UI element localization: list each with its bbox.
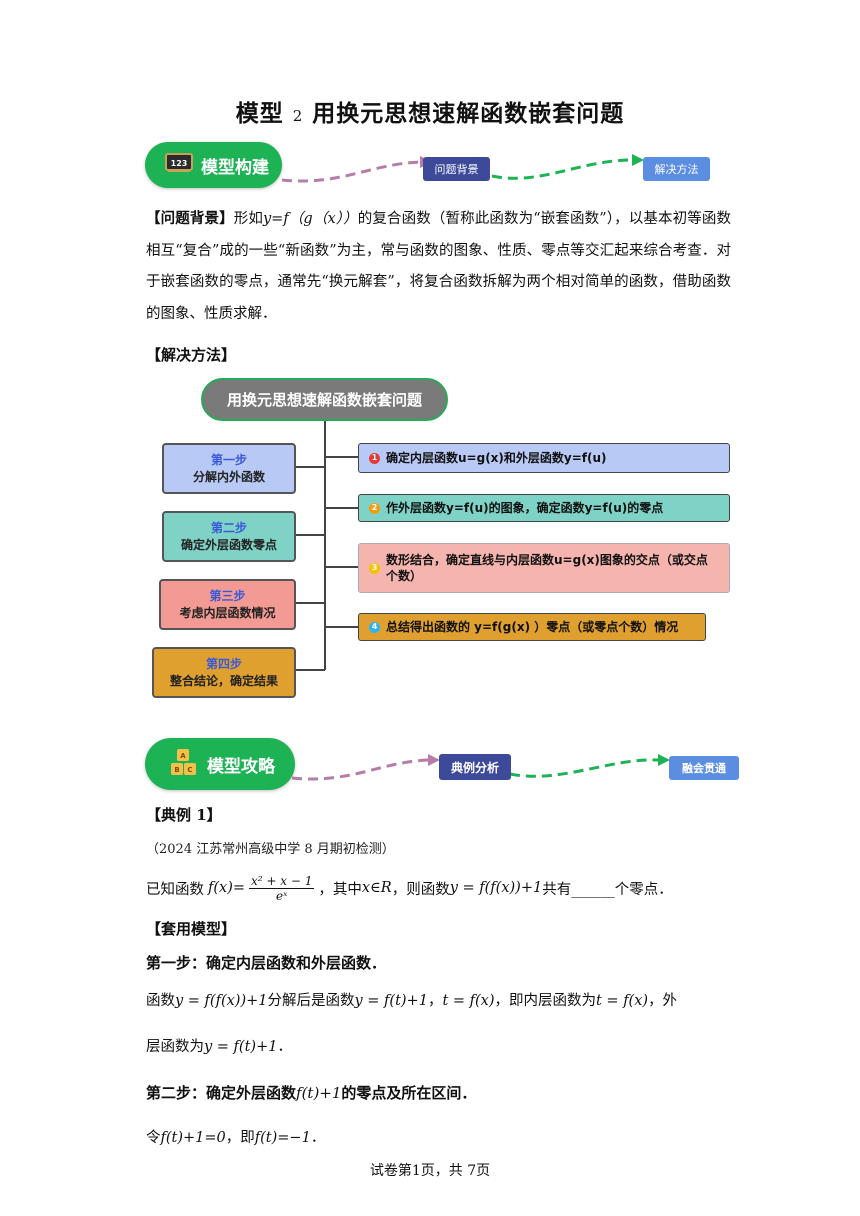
tag-example-analysis: 典例分析 (439, 754, 511, 780)
step-node-2: 第二步 确定外层函数零点 (162, 511, 296, 562)
tag-problem-background: 问题背景 (423, 157, 490, 181)
mindmap-root: 用换元思想速解函数嵌套问题 (201, 378, 448, 421)
svg-text:B: B (174, 766, 179, 774)
tag-mastery: 融会贯通 (669, 756, 739, 780)
banner-model-build: 123 模型构建 (145, 142, 282, 188)
number-1-icon: 1 (369, 452, 380, 464)
page-footer: 试卷第1页，共 7页 (369, 1163, 491, 1179)
svg-text:C: C (187, 766, 192, 774)
example-source: （2024 江苏常州高级中学 8 月期初检测） (146, 842, 395, 857)
step2-line1: 令f(t)+1=0，即f(t)=−1． (146, 1130, 326, 1146)
example-heading: 【典例 1】 (146, 806, 222, 824)
step-node-4: 第四步 整合结论，确定结果 (152, 647, 296, 698)
svg-text:A: A (180, 752, 186, 760)
fraction: x² + x − 1 eˣ (249, 873, 315, 903)
apply-model-heading: 【套用模型】 (146, 920, 237, 938)
number-2-icon: 2 (369, 502, 380, 514)
tag-solution-method: 解决方法 (643, 157, 710, 181)
number-4-icon: 4 (369, 621, 380, 633)
step1-line1: 函数y = f(f(x))+1分解后是函数y = f(t)+1，t = f(x)… (146, 993, 678, 1009)
background-paragraph: 【问题背景】形如y=f（g（x））的复合函数（暂称此函数为“嵌套函数”），以基本… (146, 210, 732, 322)
step1-title: 第一步：确定内层函数和外层函数． (146, 954, 387, 972)
page-title: 模型 2 用换元思想速解函数嵌套问题 (235, 100, 625, 127)
method-heading: 【解决方法】 (146, 346, 237, 364)
mindmap-connectors (291, 421, 358, 671)
banner2-arrows (291, 754, 670, 781)
step-node-3: 第三步 考虑内层函数情况 (159, 579, 296, 630)
step-node-1: 第一步 分解内外函数 (162, 443, 296, 494)
example-question: 已知函数 f(x)= x² + x − 1 eˣ ，其中 x∈R ，则函数 y … (146, 873, 673, 903)
step1-line2: 层函数为y = f(t)+1． (146, 1039, 292, 1055)
blackboard-123-icon: 123 (165, 152, 193, 178)
number-3-icon: 3 (369, 562, 380, 574)
step2-title: 第二步：确定外层函数f(t)+1的零点及所在区间． (146, 1084, 477, 1102)
svg-text:123: 123 (171, 159, 188, 168)
